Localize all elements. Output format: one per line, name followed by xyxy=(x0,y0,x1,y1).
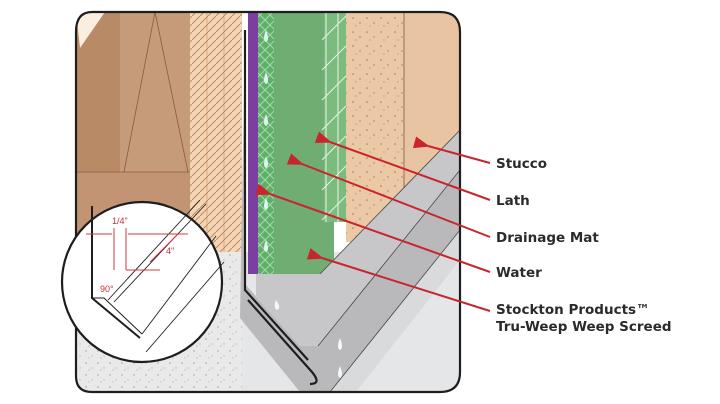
inset-circle xyxy=(60,200,224,364)
callout-arrows xyxy=(254,131,491,312)
dimension-quarter-inch: 1/4" xyxy=(112,216,128,226)
arrow-water xyxy=(254,183,491,273)
callout-labels: Stucco Lath Drainage Mat Water Stockton … xyxy=(496,156,672,335)
arrow-stucco xyxy=(412,136,491,164)
label-lath: Lath xyxy=(496,193,530,209)
arrow-weep-screed xyxy=(306,248,491,312)
arrow-lath xyxy=(314,131,491,201)
drainage-mesh xyxy=(258,12,274,274)
frame-outline xyxy=(74,10,462,394)
dimension-angle: 90° xyxy=(100,284,114,294)
sheathing xyxy=(190,12,242,252)
weather-barrier xyxy=(248,12,258,274)
dimension-four-inch: 4" xyxy=(166,246,174,256)
label-water: Water xyxy=(496,265,542,281)
label-stucco: Stucco xyxy=(496,156,547,172)
arrow-drainage-mat xyxy=(286,153,491,238)
label-drainage-mat: Drainage Mat xyxy=(496,230,599,246)
inset-detail: 1/4" 4" 90° xyxy=(60,199,225,364)
weep-screed-flange xyxy=(240,30,460,392)
label-weep-screed-line1: Stockton Products™ xyxy=(496,302,650,318)
wall-section xyxy=(76,12,460,392)
label-weep-screed-line2: Tru-Weep Weep Screed xyxy=(496,319,672,335)
water-droplets xyxy=(264,30,268,252)
